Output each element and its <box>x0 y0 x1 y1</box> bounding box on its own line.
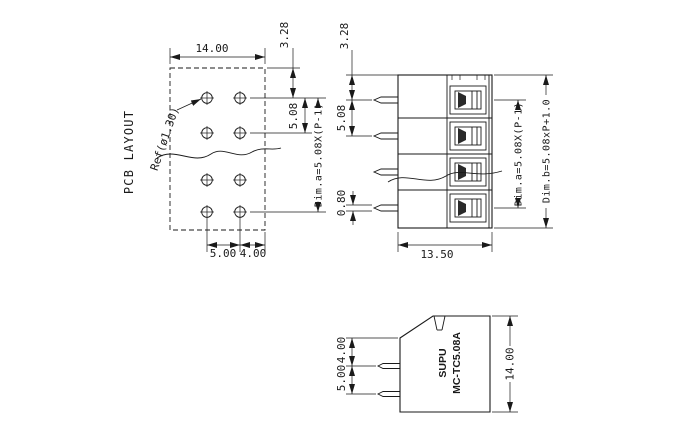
pcb-hole <box>200 173 214 187</box>
break-line <box>156 147 282 159</box>
pcb-holes <box>200 91 247 219</box>
side-extension-lines <box>346 315 518 413</box>
front-dimension-lines <box>349 50 549 248</box>
brand-label: SUPU <box>437 348 449 377</box>
pcb-hole <box>233 126 247 140</box>
pin <box>376 363 401 369</box>
solder-pins <box>372 96 399 212</box>
pcb-hole-span-dim-label: 5.00 <box>210 247 237 260</box>
pcb-top-offset-dim-label: 3.28 <box>278 22 291 49</box>
pcb-layout-view: 14.00 3.28 5.08 Dim.a=5.08X(P-1) 5.00 4.… <box>122 22 326 260</box>
side-pins <box>376 363 401 397</box>
screw-terminal <box>449 193 487 223</box>
pin <box>372 96 399 104</box>
ref-hole-label: Ref(ø1.30) <box>148 105 182 172</box>
front-pitch-dim-label: 5.08 <box>335 105 348 132</box>
pcb-pitch-dim-label: 5.08 <box>287 103 300 130</box>
pcb-outline <box>169 67 266 231</box>
pin <box>376 391 401 397</box>
side-outline <box>399 315 491 413</box>
screw-terminal <box>449 121 487 151</box>
pcb-extension-lines <box>169 48 326 252</box>
pcb-edge-dim-label: 4.00 <box>240 247 267 260</box>
side-dimension-lines <box>349 316 513 412</box>
pcb-width-dim-label: 14.00 <box>195 42 228 55</box>
screw-hole-slot <box>433 315 446 331</box>
pcb-hole <box>200 91 214 105</box>
break-line <box>387 170 503 183</box>
front-dim-a-label: Dim.a=5.08X(P-1) <box>514 102 525 206</box>
pin <box>372 168 399 176</box>
pcb-hole <box>233 91 247 105</box>
pin <box>372 132 399 140</box>
front-dim-b-label: Dim.b=5.08xP+1.0 <box>542 99 553 203</box>
screw-terminal <box>449 85 487 115</box>
front-width-dim-label: 13.50 <box>420 248 453 261</box>
pcb-view-title: PCB LAYOUT <box>122 110 136 194</box>
side-height-dim-label: 14.00 <box>504 347 517 380</box>
pcb-dimension-lines <box>170 48 321 248</box>
front-pin-thickness-dim-label: 0.80 <box>335 190 348 217</box>
front-view: 3.28 5.08 0.80 Dim.a=5.08X(P-1) Dim.b=5.… <box>335 23 553 261</box>
front-top-offset-dim-label: 3.28 <box>338 23 351 50</box>
cell-divider-lines <box>398 117 492 191</box>
pcb-hole <box>233 205 247 219</box>
side-view: SUPU MC-TC5.08A 4.00 5.00 14.00 <box>335 315 518 413</box>
pcb-hole <box>200 205 214 219</box>
model-label: MC-TC5.08A <box>451 332 463 394</box>
pcb-hole <box>233 173 247 187</box>
pin <box>372 204 399 212</box>
side-pitch-dim-label: 5.00 <box>335 365 348 392</box>
housing-outline <box>397 74 493 229</box>
ref-leader-line <box>176 98 202 111</box>
pcb-dim-a-label: Dim.a=5.08X(P-1) <box>314 103 325 207</box>
screw-terminal <box>449 157 487 187</box>
wire-entry-ticks <box>451 75 486 80</box>
pcb-hole <box>200 126 214 140</box>
side-edge-dim-label: 4.00 <box>335 337 348 364</box>
